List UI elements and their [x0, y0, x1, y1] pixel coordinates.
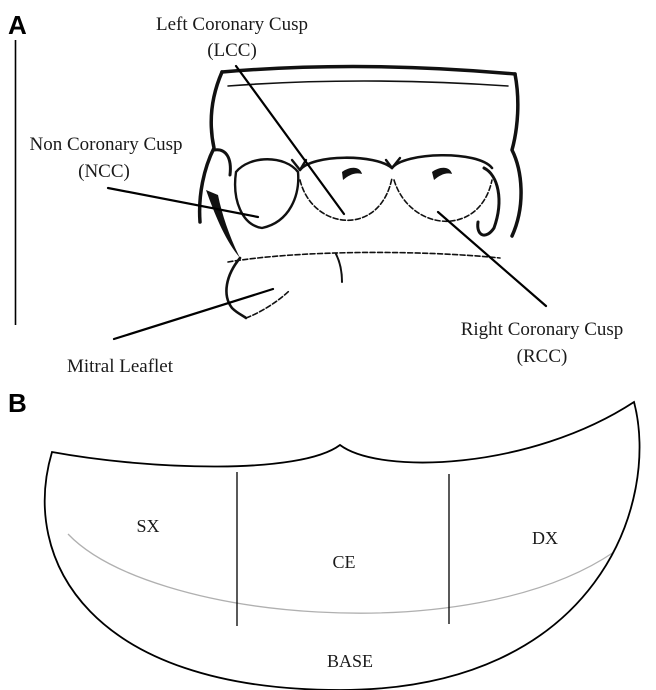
aortic-root-inner-rim [228, 81, 508, 86]
lcc-cusp-bottom [300, 178, 392, 220]
region-sx-label: SX [136, 516, 159, 536]
rcc-leader-line [438, 212, 546, 306]
aortic-root-top [222, 66, 515, 74]
left-coronary-ostium [342, 168, 362, 180]
right-coronary-ostium [432, 168, 452, 180]
panel-b: B SX CE DX BASE [8, 388, 640, 690]
lcc-abbr: (LCC) [207, 40, 257, 61]
annulus-notch [336, 254, 342, 282]
panel-a: A [8, 10, 623, 377]
lcc-cusp-top [300, 158, 392, 170]
mitral-leader-line [114, 289, 273, 339]
rcc-right-edge [478, 168, 499, 235]
lcc-label: Left Coronary Cusp [156, 14, 308, 35]
ncc-upper-edge [214, 150, 230, 175]
panel-a-letter: A [8, 10, 27, 40]
panel-b-letter: B [8, 388, 27, 418]
region-base-label: BASE [327, 651, 373, 671]
ncc-label: Non Coronary Cusp [29, 134, 182, 155]
left-shadow-crescent [206, 190, 240, 258]
region-dx-label: DX [532, 528, 558, 548]
mitral-leaflet-edge [226, 258, 246, 318]
rcc-abbr: (RCC) [517, 346, 568, 367]
aortic-valve-drawing [200, 66, 521, 318]
ncc-abbr: (NCC) [78, 161, 130, 182]
aortic-root-right-wall [512, 74, 521, 236]
ncc-cusp-outline [235, 159, 298, 228]
lcc-leader-line [236, 66, 344, 214]
mitral-leaflet-label: Mitral Leaflet [67, 356, 174, 377]
region-ce-label: CE [332, 552, 355, 572]
rcc-label: Right Coronary Cusp [461, 319, 624, 340]
annulus-line [228, 252, 500, 262]
rcc-cusp-top [392, 155, 492, 168]
mitral-leaflet-inner [246, 290, 290, 318]
